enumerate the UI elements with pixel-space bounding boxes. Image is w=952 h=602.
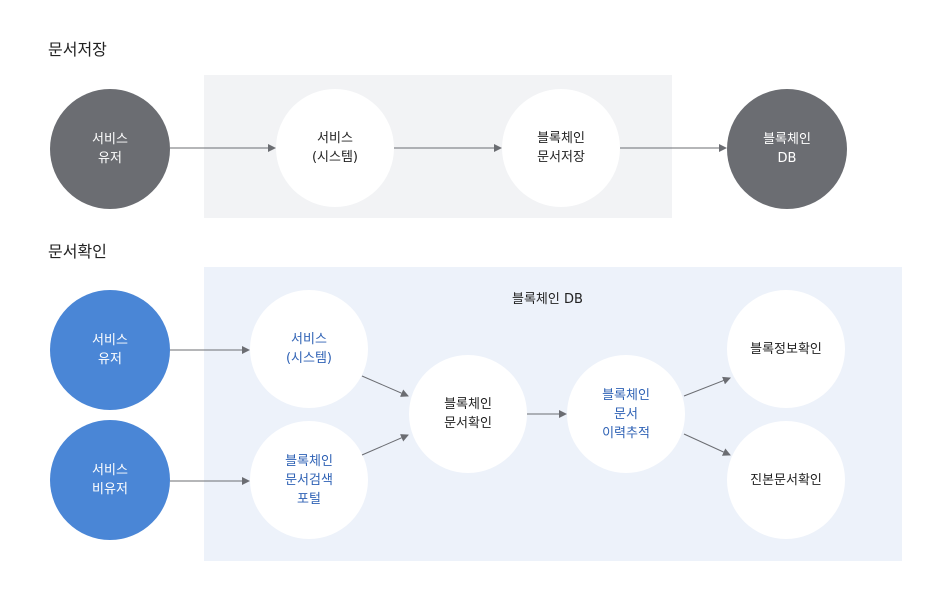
node-label: 문서확인 (444, 416, 492, 431)
verify-original-node: 진본문서확인 (727, 421, 845, 539)
store-section-title: 문서저장 (48, 40, 107, 59)
verify-info-node: 블록정보확인 (727, 290, 845, 408)
verify-history-node: 블록체인 문서 이력추적 (567, 355, 685, 473)
node-label: 블록체인 (602, 387, 650, 403)
store-user-node: 서비스 유저 (50, 89, 170, 209)
node-label: 블록체인 (444, 397, 492, 412)
node-label: (시스템) (311, 150, 359, 165)
verify-panel-label: 블록체인 DB (512, 292, 583, 307)
verify-system-node: 서비스 (시스템) (250, 290, 368, 408)
node-label: 블록정보확인 (750, 341, 822, 357)
node-label: 블록체인 (285, 453, 333, 469)
node-label: 블록체인 (537, 131, 585, 146)
verify-section-title: 문서확인 (48, 242, 107, 261)
node-label: 유저 (98, 352, 122, 367)
node-label: 진본문서확인 (750, 472, 822, 488)
node-label: 문서검색 (285, 472, 333, 488)
arrow-verify-portal-to-check (361, 434, 409, 456)
store-db-node: 블록체인 DB (727, 89, 847, 209)
verify-user-node: 서비스 유저 (50, 290, 170, 410)
node-label: 서비스 (92, 463, 128, 478)
arrow-verify-history-to-original (683, 433, 731, 456)
node-label: (시스템) (285, 351, 333, 366)
verify-portal-node: 블록체인 문서검색 포털 (250, 421, 368, 539)
node-label: 문서저장 (537, 150, 585, 165)
node-label: 이력추적 (602, 425, 650, 441)
arrow-verify-history-to-info (683, 376, 731, 397)
node-label: 서비스 (291, 332, 327, 347)
arrow-verify-system-to-check (361, 375, 409, 397)
node-label: 문서 (614, 406, 638, 422)
node-label: 서비스 (92, 333, 128, 348)
store-system-node: 서비스 (시스템) (276, 89, 394, 207)
verify-nonuser-node: 서비스 비유저 (50, 420, 170, 540)
node-label: 서비스 (317, 131, 353, 146)
node-label: 포털 (297, 491, 321, 507)
store-save-node: 블록체인 문서저장 (502, 89, 620, 207)
node-label: 블록체인 (763, 132, 811, 147)
node-label: 서비스 (92, 132, 128, 147)
node-label: 유저 (98, 151, 122, 166)
node-label: 비유저 (92, 482, 128, 497)
verify-check-node: 블록체인 문서확인 (409, 355, 527, 473)
node-label: DB (777, 151, 797, 166)
